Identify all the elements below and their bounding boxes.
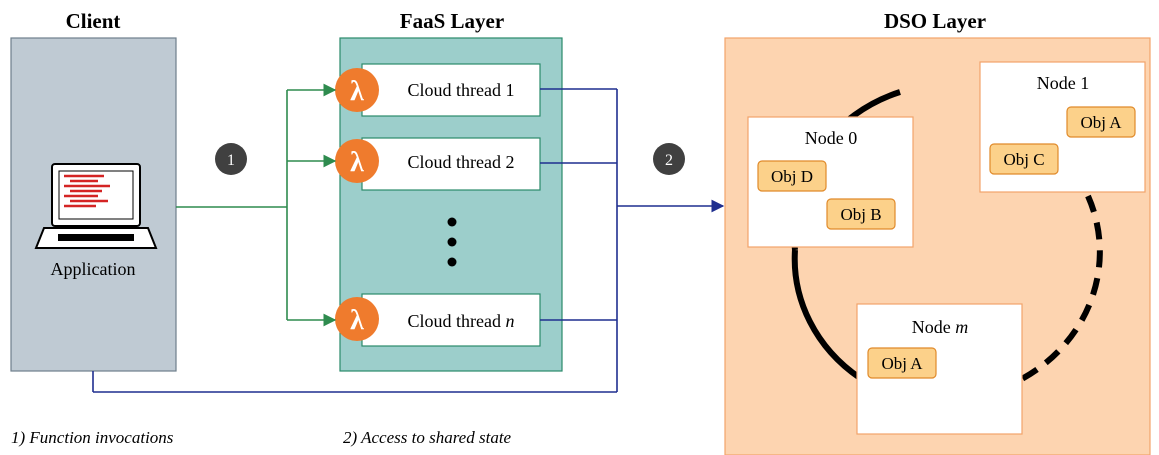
cloud-thread-2-label: Cloud thread 2 (408, 152, 515, 172)
node-m-label: Node m (912, 317, 969, 337)
node-1-label: Node 1 (1037, 73, 1090, 93)
node-m: Node m Obj A (856, 303, 1023, 435)
object-badge: Obj A (1066, 106, 1136, 138)
lambda-icon: λ (335, 139, 379, 183)
object-badge: Obj D (757, 160, 827, 192)
cloud-thread-n-label: Cloud thread n (408, 311, 515, 331)
step-2-badge: 2 (653, 143, 685, 175)
cloud-thread-n: λ Cloud thread n (335, 293, 541, 347)
svg-text:Obj B: Obj B (840, 205, 881, 224)
laptop-icon (34, 163, 158, 249)
legend-function-invocations: 1) Function invocations (11, 428, 174, 447)
svg-text:2: 2 (665, 152, 673, 169)
svg-text:λ: λ (350, 76, 364, 107)
step-1-badge: 1 (215, 143, 247, 175)
legend-shared-state: 2) Access to shared state (343, 428, 512, 447)
cloud-thread-2: λ Cloud thread 2 (335, 137, 541, 191)
svg-text:Obj C: Obj C (1003, 150, 1044, 169)
node-0-label: Node 0 (805, 128, 858, 148)
cloud-thread-1: λ Cloud thread 1 (335, 63, 541, 117)
svg-text:Obj A: Obj A (881, 354, 923, 373)
shared-state-arrows (92, 88, 725, 393)
vertical-ellipsis-icon (447, 217, 457, 267)
object-badge: Obj C (989, 143, 1059, 175)
lambda-icon: λ (335, 68, 379, 112)
svg-text:1: 1 (227, 152, 235, 169)
cloud-thread-1-label: Cloud thread 1 (408, 80, 515, 100)
svg-text:λ: λ (350, 147, 364, 178)
application-label: Application (51, 259, 136, 279)
svg-text:Obj A: Obj A (1080, 113, 1122, 132)
object-badge: Obj B (826, 198, 896, 230)
node-1: Node 1 Obj A Obj C (979, 61, 1146, 193)
invocation-arrows (176, 83, 337, 327)
client-title: Client (66, 9, 121, 33)
dso-title: DSO Layer (884, 9, 986, 33)
object-badge: Obj A (867, 347, 937, 379)
node-0: Node 0 Obj D Obj B (747, 116, 914, 248)
faas-title: FaaS Layer (400, 9, 504, 33)
svg-text:Obj D: Obj D (771, 167, 813, 186)
svg-text:λ: λ (350, 305, 364, 336)
lambda-icon: λ (335, 297, 379, 341)
